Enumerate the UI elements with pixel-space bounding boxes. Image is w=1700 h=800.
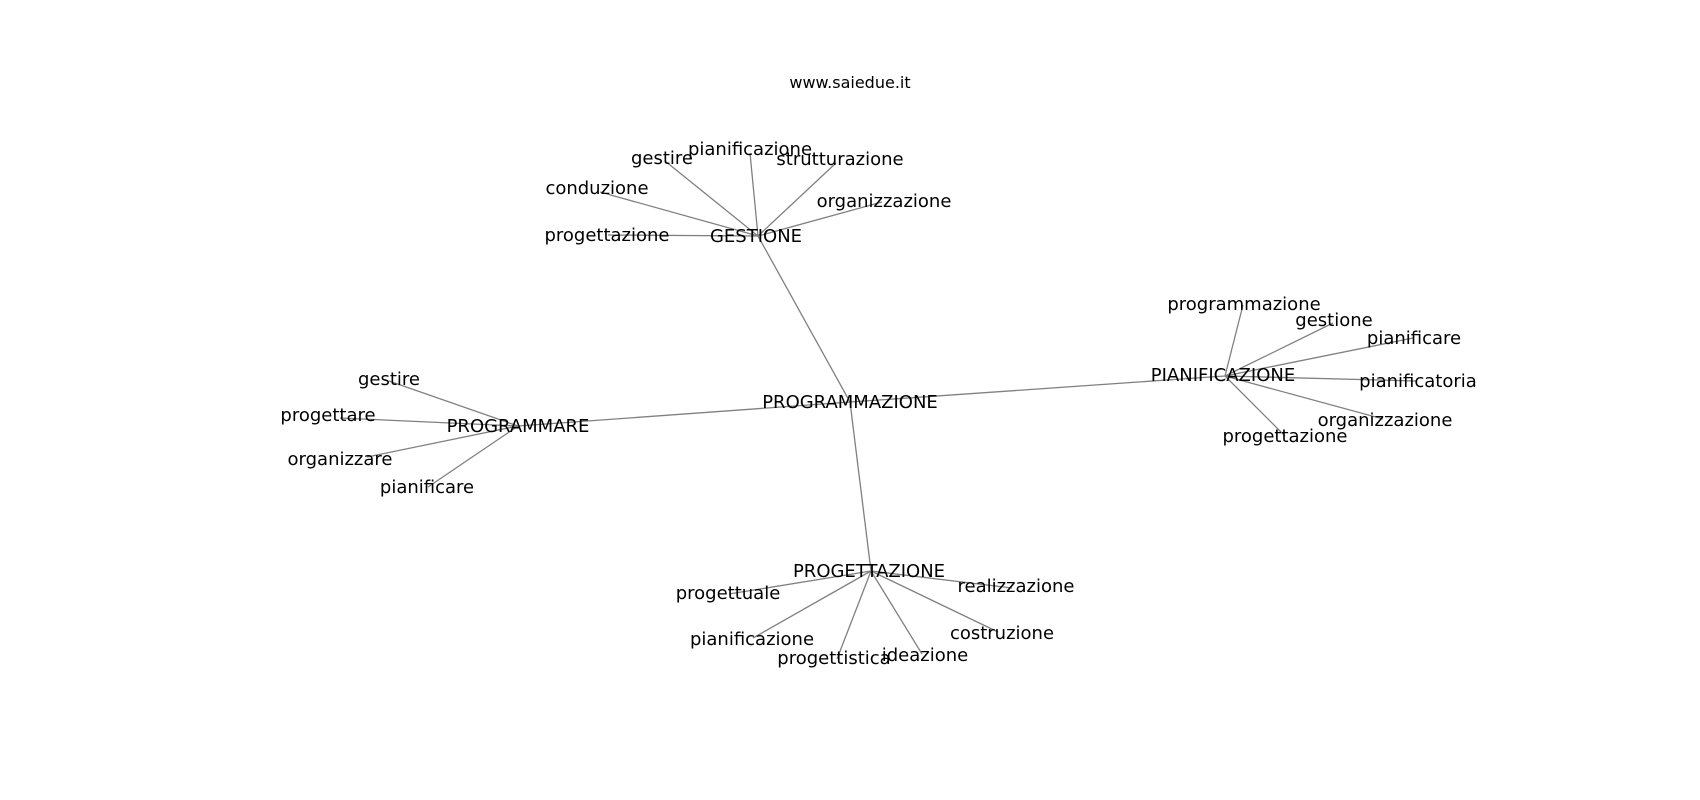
edge-pianificazione-pianificatoria	[1224, 375, 1417, 382]
edge-center-gestione	[757, 235, 851, 403]
node-leaf: gestione	[1295, 310, 1372, 331]
node-leaf: progettuale	[676, 583, 781, 604]
node-hub-pianificazione: PIANIFICAZIONE	[1151, 365, 1295, 386]
edge-progettazione-realizzazione	[870, 570, 1013, 589]
edge-programmare-gestire	[388, 380, 519, 427]
edge-center-progettazione	[849, 401, 872, 572]
node-leaf: programmazione	[1167, 294, 1320, 315]
node-leaf: pianificazione	[688, 139, 812, 160]
edge-progettazione-costruzione	[870, 570, 999, 633]
graph-edges	[339, 152, 1417, 660]
edge-programmare-pianificare	[427, 425, 519, 488]
edge-gestione-organizzazione	[757, 201, 883, 237]
node-leaf: strutturazione	[776, 149, 903, 170]
edge-gestione-strutturazione	[757, 162, 837, 237]
edge-programmare-organizzare	[366, 425, 519, 458]
edge-progettazione-ideazione	[870, 570, 923, 655]
node-leaf: conduzione	[545, 178, 648, 199]
node-leaf: pianificare	[380, 477, 474, 498]
node-leaf: progettare	[280, 405, 375, 426]
node-leaf: pianificazione	[690, 629, 814, 650]
edge-gestione-conduzione	[599, 191, 759, 237]
edge-pianificazione-organizzazione	[1224, 375, 1384, 420]
edge-pianificazione-gestione	[1224, 322, 1334, 377]
node-hub-progettazione: PROGETTAZIONE	[793, 561, 945, 582]
node-leaf: gestire	[631, 148, 693, 169]
edge-progettazione-pianificazione	[752, 570, 872, 639]
node-leaf: pianificatoria	[1359, 371, 1477, 392]
node-hub-programmare: PROGRAMMARE	[447, 416, 590, 437]
edge-progettazione-progettuale	[728, 570, 872, 595]
node-leaf: progettazione	[544, 225, 669, 246]
node-leaf: pianificare	[1367, 328, 1461, 349]
edge-pianificazione-pianificare	[1224, 337, 1414, 377]
node-leaf: realizzazione	[958, 576, 1075, 597]
node-hub-gestione: GESTIONE	[710, 226, 802, 247]
edge-gestione-pianificazione	[749, 152, 759, 237]
edge-center-programmare	[517, 401, 851, 427]
edge-programmare-progettare	[339, 417, 519, 427]
watermark-text: www.saiedue.it	[789, 73, 910, 92]
node-leaf: costruzione	[950, 623, 1054, 644]
node-leaf: gestire	[358, 369, 420, 390]
node-leaf: ideazione	[882, 645, 968, 666]
edge-pianificazione-programmazione	[1224, 304, 1244, 377]
graph-labels: PROGRAMMAZIONE GESTIONE gestire pianific…	[280, 139, 1476, 669]
edge-gestione-gestire	[664, 160, 759, 237]
edge-center-pianificazione	[849, 375, 1226, 403]
node-leaf: organizzazione	[1318, 410, 1453, 431]
node-leaf: progettistica	[777, 648, 890, 669]
edge-pianificazione-progettazione	[1224, 375, 1286, 437]
edge-gestione-progettazione	[607, 234, 759, 237]
node-leaf: organizzare	[288, 449, 393, 470]
node-leaf: organizzazione	[817, 191, 952, 212]
node-center: PROGRAMMAZIONE	[762, 392, 938, 413]
edge-progettazione-progettistica	[836, 570, 872, 660]
node-leaf: progettazione	[1222, 426, 1347, 447]
